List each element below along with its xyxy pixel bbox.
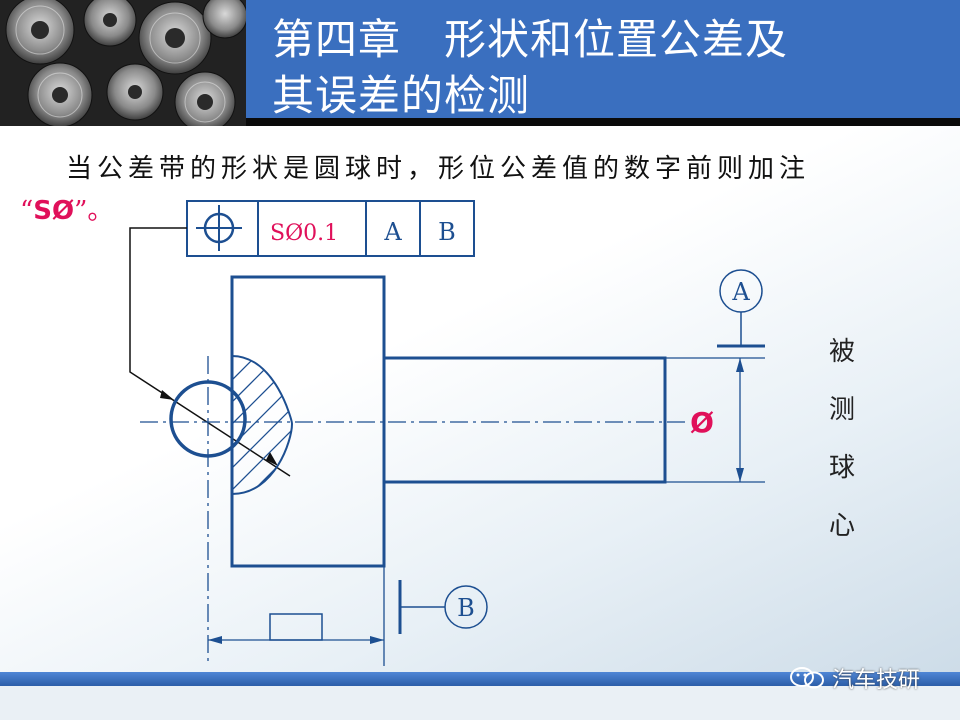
wechat-icon: [788, 666, 828, 690]
header-bar: [246, 0, 960, 118]
tolerance-value: SØ0.1: [270, 221, 338, 246]
body-text-line1: 当公差带的形状是圆球时，形位公差值的数字前则加注: [66, 154, 811, 184]
gears-header-image: [0, 0, 246, 126]
body-text-line2: “SØ”。: [20, 190, 113, 227]
datum-b-label: B: [457, 594, 475, 622]
datum-a-label: A: [731, 278, 750, 306]
datum-a-circle: [719, 269, 763, 313]
page-title-line1: 第四章 形状和位置公差及: [272, 15, 789, 64]
frame-datum-a: A: [383, 218, 402, 246]
footer-bar: [0, 672, 960, 686]
close-quote: ”。: [74, 196, 114, 226]
header-divider: [246, 118, 960, 126]
open-quote: “: [20, 196, 34, 226]
side-label-char-2: 测: [829, 395, 855, 425]
watermark: 汽车技研: [788, 662, 920, 694]
diameter-symbol: Ø: [690, 406, 714, 439]
side-label-char-3: 球: [829, 453, 855, 483]
s-diameter-symbol: SØ: [33, 196, 75, 226]
frame-datum-b: B: [438, 218, 456, 246]
footer-bottom: [0, 686, 960, 720]
leader-line: [129, 227, 291, 477]
spherical-recess: [231, 355, 294, 495]
side-label-char-4: 心: [829, 511, 855, 541]
page-title-line2: 其误差的检测: [272, 71, 531, 120]
side-label-char-1: 被: [829, 337, 855, 367]
basic-dimension-box: [269, 613, 323, 641]
datum-b-circle: [444, 585, 488, 629]
watermark-text: 汽车技研: [832, 668, 921, 693]
shaft: [382, 356, 667, 484]
position-icon: [196, 205, 242, 251]
